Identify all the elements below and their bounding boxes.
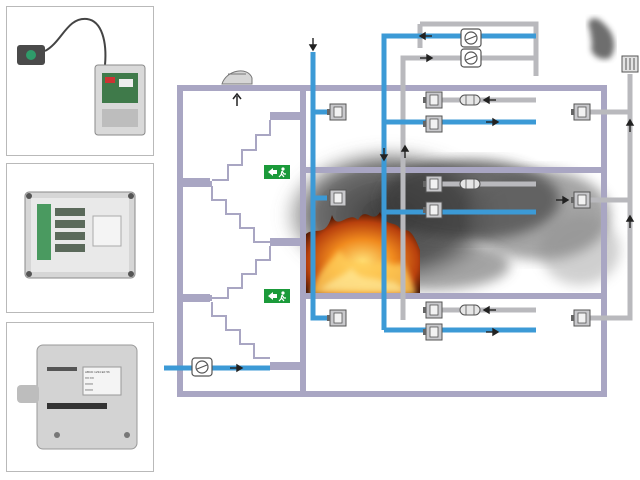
fire-damper-icon: [422, 91, 443, 109]
fire-damper-icon: [422, 175, 443, 193]
silencer-icon: [459, 304, 481, 316]
silencer-icon: [459, 178, 481, 190]
fire-damper-icon: [326, 189, 347, 207]
fire-damper-icon: [570, 309, 591, 327]
fire-damper-icon: [326, 103, 347, 121]
fire-damper-icon: [570, 191, 591, 209]
silencer-icon: [459, 94, 481, 106]
fan-icon: [460, 48, 482, 68]
fire-damper-icon: [422, 301, 443, 319]
emergency-exit-sign-icon: [264, 165, 290, 179]
junction-box-label-line: XXXX: [85, 388, 93, 392]
airflow-arrows: [230, 31, 635, 373]
smoke-cloud: [280, 145, 620, 290]
airflow-arrow-icon: [232, 92, 242, 106]
supply-duct-network: [164, 33, 536, 371]
fan-icon: [191, 357, 213, 377]
fan-icon: [460, 28, 482, 48]
fire-damper-icon: [422, 201, 443, 219]
junction-box-label-line: XX:XX: [85, 376, 94, 380]
stair-landings: [180, 112, 303, 370]
product-thumbnail-control-box[interactable]: [6, 163, 154, 313]
building-ventilation-diagram: [164, 18, 639, 397]
exhaust-duct-network: [400, 21, 633, 321]
staircase: [211, 120, 271, 359]
sensor-with-cable-icon: [17, 17, 146, 136]
exhaust-stack-icon: [621, 55, 639, 73]
fire-damper-icon: [422, 323, 443, 341]
product-thumbnail-sensor[interactable]: [6, 6, 154, 156]
fire-damper-icon: [422, 115, 443, 133]
open-control-box-icon: [24, 191, 136, 279]
roof-ventilation-cowl-icon: [221, 70, 253, 85]
fire-damper-icon: [326, 309, 347, 327]
junction-box-label-line: XXXX: [85, 382, 93, 386]
junction-box-icon: ABCD 1234 EF 56 XX:XX XXXX XXXX: [17, 344, 138, 450]
emergency-exit-sign-icon: [264, 289, 290, 303]
fire-damper-icon: [570, 103, 591, 121]
junction-box-label-line: ABCD 1234 EF 56: [85, 370, 110, 374]
smoke-plume: [588, 18, 615, 60]
product-thumbnail-junction-box[interactable]: ABCD 1234 EF 56 XX:XX XXXX XXXX: [6, 322, 154, 472]
